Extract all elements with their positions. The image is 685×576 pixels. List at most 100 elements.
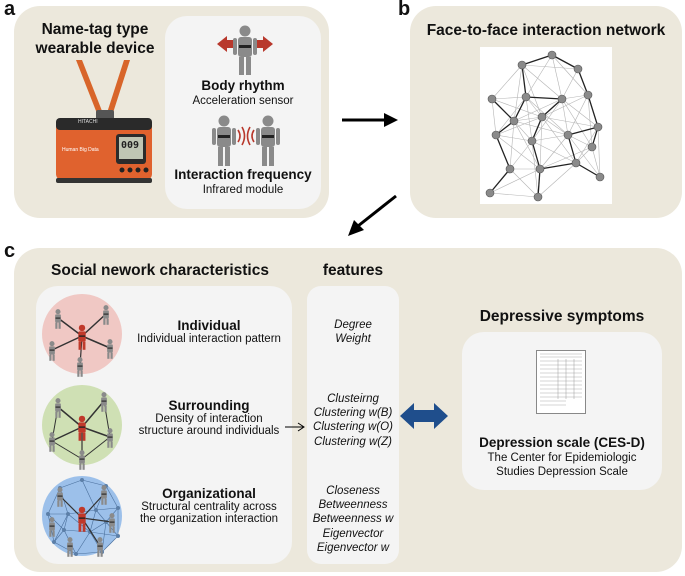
scale-title: Depression scale (CES-D) (479, 435, 645, 450)
row-surrounding: Surrounding Density of interaction struc… (124, 398, 294, 437)
interaction-edge (57, 317, 83, 337)
row-desc-organizational-2: the organization interaction (139, 513, 279, 525)
device-title-line1: Name-tag type (41, 21, 149, 38)
person-icon (57, 487, 63, 507)
person-icon (67, 537, 73, 557)
row-desc-organizational-1: Structural centrality across (141, 501, 277, 513)
row-desc-surrounding-1: Density of interaction (155, 413, 263, 425)
person-icon (109, 513, 115, 533)
interaction-edge (81, 493, 105, 519)
background-edge (105, 485, 119, 509)
network-edge-strong (587, 94, 599, 128)
background-edge (75, 531, 91, 555)
network-node (573, 64, 583, 74)
background-node (74, 552, 78, 556)
background-node (46, 512, 50, 516)
background-edge (89, 531, 119, 537)
row-title-organizational: Organizational (162, 486, 256, 501)
device-brand: HITACHI (78, 119, 98, 125)
network-node (563, 130, 573, 140)
network-edge (539, 146, 593, 170)
interaction-edge (51, 440, 83, 460)
person-icon (49, 517, 55, 537)
individual-circle-illustration (42, 294, 122, 377)
network-node (517, 60, 527, 70)
person-icon (55, 398, 61, 418)
interaction-edge (57, 406, 83, 428)
network-node (571, 158, 581, 168)
row-title-surrounding: Surrounding (168, 398, 250, 413)
network-edge (567, 134, 601, 178)
network-edge-strong (575, 162, 601, 178)
network-edge (491, 96, 527, 100)
feature-group-individual: Degree Weight (307, 318, 399, 346)
network-edge-strong (513, 96, 527, 122)
interaction-edge (81, 426, 111, 438)
feature-degree: Degree (334, 319, 372, 331)
feature-betweenness: Betweenness (318, 499, 388, 512)
arrow-social-to-features (285, 422, 305, 432)
network-edge (561, 98, 599, 128)
network-edge (495, 116, 543, 136)
background-edge (101, 535, 119, 553)
network-edge (531, 98, 563, 142)
background-edge (53, 529, 65, 543)
device-title-line2: wearable device (35, 40, 155, 57)
background-node (66, 512, 70, 516)
network-edge (551, 54, 563, 100)
background-edge (63, 513, 69, 531)
row-title-individual: Individual (177, 318, 241, 333)
arrow-a-to-b (342, 113, 398, 127)
network-edge (521, 64, 563, 100)
network-edge (551, 54, 589, 96)
network-edge-strong (495, 134, 511, 170)
features-title: features (322, 262, 384, 279)
network-edge-strong (521, 54, 553, 66)
network-edge (531, 134, 569, 142)
network-edge (513, 120, 569, 136)
network-edge (509, 120, 515, 170)
feature-betweenness-w: Betweenness w (312, 513, 394, 526)
panel-a-letter: a (4, 0, 16, 20)
network-edge-strong (525, 96, 563, 100)
network-node (547, 50, 557, 60)
network-edge (567, 134, 593, 148)
network-node (491, 130, 501, 140)
network-edge (539, 134, 569, 170)
network-node (487, 94, 497, 104)
network-edge (541, 116, 577, 164)
background-node (52, 540, 56, 544)
double-arrow-features-depression (400, 403, 448, 429)
interaction-edge (81, 400, 105, 428)
panel-c-letter: c (4, 240, 16, 262)
person-icon (55, 309, 61, 329)
feature-clustering-wz: Clustering w(Z) (314, 435, 392, 448)
network-edge (541, 116, 569, 136)
interaction-network-graph (480, 47, 612, 204)
background-node (116, 506, 120, 510)
network-node (505, 164, 515, 174)
background-edge (53, 513, 69, 543)
feature-eigenvector-w: Eigenvector w (316, 541, 390, 554)
body-rhythm-title: Body rhythm (201, 78, 285, 93)
network-edge (521, 64, 579, 70)
person-icon (78, 415, 86, 441)
row-organizational: Organizational Structural centrality acr… (124, 486, 294, 525)
person-icon (101, 392, 107, 412)
network-edge-strong (521, 64, 527, 98)
organizational-circle-illustration (42, 476, 122, 557)
row-individual: Individual Individual interaction patter… (124, 318, 294, 345)
person-icon (49, 432, 55, 452)
network-edge-strong (541, 98, 563, 118)
feature-clustering-wo: Clustering w(O) (313, 421, 393, 434)
network-edge-strong (551, 54, 579, 70)
body-rhythm-person-icon (217, 25, 273, 75)
network-edge (591, 146, 601, 178)
wearable-device-illustration (56, 60, 152, 183)
interaction-title: Interaction frequency (174, 167, 312, 182)
depressive-title: Depressive symptoms (479, 308, 645, 325)
network-node (537, 112, 547, 122)
network-title: Face-to-face interaction network (426, 22, 666, 39)
network-edge-strong (531, 140, 541, 170)
network-edge (539, 116, 543, 170)
